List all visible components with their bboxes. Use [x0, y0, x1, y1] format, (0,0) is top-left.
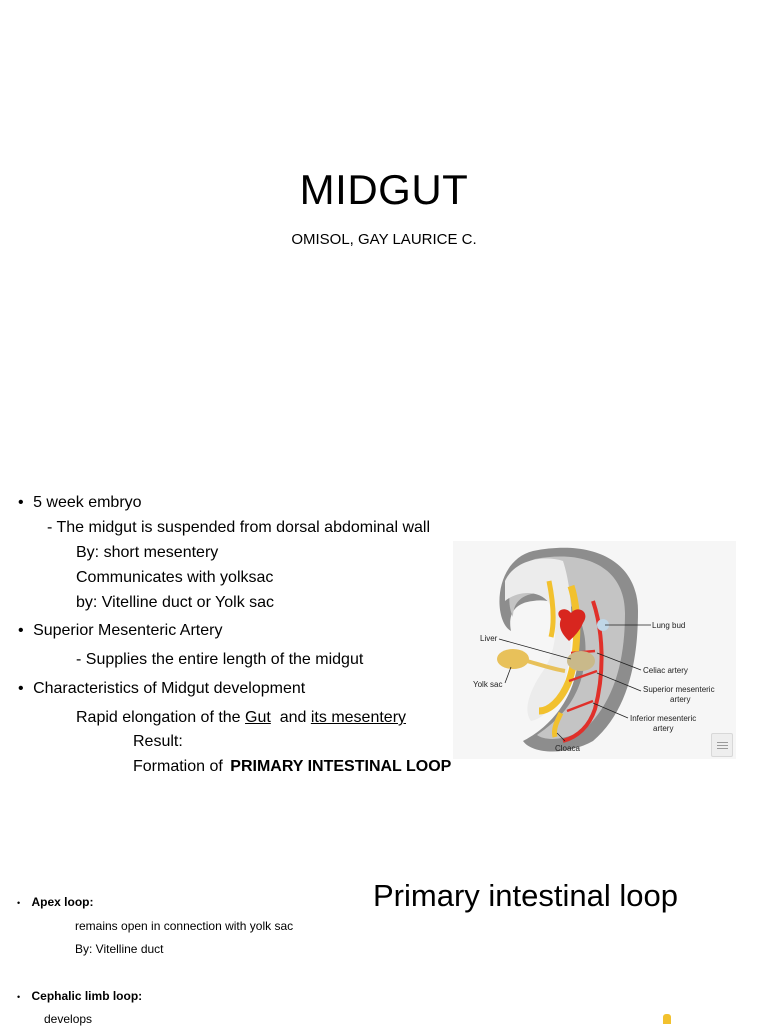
bullet-dot: •: [17, 992, 21, 1002]
bullet-text: Superior Mesenteric Artery: [33, 622, 223, 639]
label-lung-bud: Lung bud: [652, 621, 685, 630]
bullet-dot: •: [18, 622, 24, 639]
bullet-text: Characteristics of Midgut development: [33, 680, 306, 697]
text-line-rapid: Rapid elongation of the Gut and its mese…: [76, 709, 406, 727]
text-line: By: Vitelline duct: [75, 942, 164, 956]
bullet-item: • Superior Mesenteric Artery: [18, 622, 222, 640]
menu-icon[interactable]: [711, 733, 733, 757]
text-line: by: Vitelline duct or Yolk sac: [76, 594, 275, 611]
slide3-title: Primary intestinal loop: [373, 878, 678, 913]
bullet-dot: •: [18, 494, 24, 511]
slide-title: MIDGUT: [299, 166, 469, 213]
bullet-item: • Characteristics of Midgut development: [18, 680, 305, 698]
bullet-item: • 5 week embryo: [18, 494, 142, 512]
rapid-and: and: [279, 709, 307, 726]
text-line: develops: [44, 1012, 93, 1026]
underlined-term: Gut: [245, 709, 271, 726]
formation-term: PRIMARY INTESTINAL LOOP: [230, 758, 452, 775]
formation-prefix: Formation of: [133, 758, 223, 775]
bullet-text: 5 week embryo: [33, 494, 142, 511]
text-line: By: short mesentery: [76, 544, 219, 561]
text-line: - Supplies the entire length of the midg…: [76, 651, 364, 668]
text-line: Result:: [133, 733, 183, 750]
label-yolk-sac: Yolk sac: [473, 680, 503, 689]
bullet-text: Apex loop:: [31, 895, 94, 909]
partial-image: [663, 1014, 671, 1024]
bullet-text: Cephalic limb loop:: [31, 989, 143, 1003]
rapid-prefix: Rapid elongation of the: [76, 709, 241, 726]
embryo-diagram-svg: Lung bud Liver Celiac artery Yolk sac Su…: [453, 541, 736, 759]
bullet-item: • Apex loop:: [17, 895, 94, 910]
text-line: - The midgut is suspended from dorsal ab…: [47, 519, 431, 536]
bullet-dot: •: [18, 680, 24, 697]
label-inferior-mesenteric-artery: artery: [653, 724, 673, 733]
label-liver: Liver: [480, 634, 498, 643]
bullet-dot: •: [17, 898, 21, 908]
underlined-term: its mesentery: [310, 709, 407, 726]
label-cloaca: Cloaca: [555, 744, 580, 753]
slide-author: OMISOL, GAY LAURICE C.: [291, 231, 477, 248]
text-line: Communicates with yolksac: [76, 569, 274, 586]
label-inferior-mesenteric: Inferior mesenteric: [630, 714, 696, 723]
label-superior-mesenteric-artery: artery: [670, 695, 690, 704]
embryo-diagram: Lung bud Liver Celiac artery Yolk sac Su…: [453, 541, 736, 759]
label-celiac-artery: Celiac artery: [643, 666, 688, 675]
text-line: remains open in connection with yolk sac: [75, 919, 294, 933]
text-line-formation: Formation of PRIMARY INTESTINAL LOOP: [133, 758, 451, 776]
label-superior-mesenteric: Superior mesenteric: [643, 685, 715, 694]
bullet-item: • Cephalic limb loop:: [17, 989, 142, 1004]
